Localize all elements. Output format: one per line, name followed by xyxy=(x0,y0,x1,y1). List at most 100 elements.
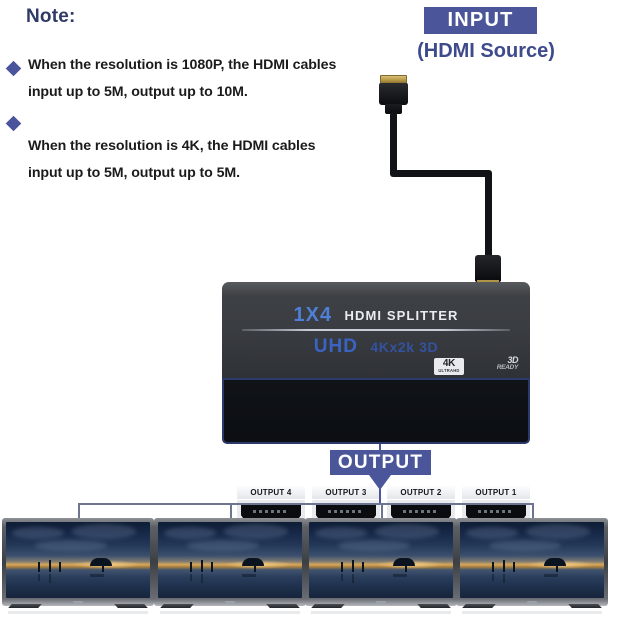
device-feature-resolution: 4Kx2k 3D xyxy=(370,339,439,355)
water-reflection xyxy=(543,573,558,577)
tv-bezel xyxy=(456,518,608,606)
cloud-shape xyxy=(186,540,259,551)
cloud-shape xyxy=(375,524,439,540)
cloud-shape xyxy=(224,524,288,540)
person-silhouette xyxy=(503,560,506,573)
tv-base-shadow xyxy=(8,611,148,614)
cloud-shape xyxy=(314,526,367,539)
tv-brand-logo xyxy=(527,601,537,604)
tv-display-3 xyxy=(305,518,457,621)
device-model-row: 1X4 HDMI SPLITTER xyxy=(222,304,530,327)
output-connector-line-mid xyxy=(379,489,381,504)
person-silhouette xyxy=(189,561,192,573)
water-reflection xyxy=(37,573,40,582)
tv-stand-right xyxy=(114,604,148,608)
hdmi-splitter-device: 1X4 HDMI SPLITTER UHD 4Kx2k 3D 4K ULTRAH… xyxy=(222,282,530,526)
device-top-panel: 1X4 HDMI SPLITTER UHD 4Kx2k 3D 4K ULTRAH… xyxy=(222,282,530,380)
input-badge: INPUT xyxy=(424,7,537,34)
diamond-bullet-icon xyxy=(5,115,22,132)
bracket-horizontal-bar xyxy=(78,503,534,505)
cloud-shape xyxy=(34,540,107,551)
output-badge: OUTPUT xyxy=(330,450,431,475)
note-item-1-line-1: When the resolution is 1080P, the HDMI c… xyxy=(28,57,337,73)
umbrella-silhouette xyxy=(392,558,415,567)
person-silhouette xyxy=(37,561,40,573)
person-silhouette xyxy=(352,560,355,573)
tv-display-2 xyxy=(154,518,306,621)
badge-3d-sub: READY xyxy=(496,364,519,371)
person-silhouette xyxy=(201,560,204,573)
tv-display-4 xyxy=(456,518,608,621)
tv-screen xyxy=(6,522,150,598)
person-silhouette xyxy=(491,561,494,573)
water-reflection xyxy=(241,573,256,577)
umbrella-pole xyxy=(254,563,257,573)
badge-4k-sub: ULTRAHD xyxy=(438,368,460,374)
person-silhouette xyxy=(49,560,52,573)
water-reflection xyxy=(49,573,52,583)
device-gloss-highlight xyxy=(222,282,530,296)
tv-bezel xyxy=(154,518,306,606)
bracket-drop-4 xyxy=(532,503,534,520)
tv-screen xyxy=(460,522,604,598)
water-reflection xyxy=(189,573,192,582)
cloud-shape xyxy=(337,540,410,551)
arrow-down-icon xyxy=(369,475,391,490)
note-item-2-line-1: When the resolution is 4K, the HDMI cabl… xyxy=(28,138,316,154)
tv-bezel xyxy=(2,518,154,606)
note-item-1-line-2: input up to 5M, output up to 10M. xyxy=(28,84,248,100)
device-feature-row: UHD 4Kx2k 3D xyxy=(222,336,530,358)
person-silhouette xyxy=(340,561,343,573)
badge-4k-ultrahd-icon: 4K ULTRAHD xyxy=(434,358,464,375)
device-front-panel: OUTPUT 4 OUTPUT 3 OUTPUT 2 OUTPUT 1 xyxy=(222,378,530,526)
cloud-shape xyxy=(465,526,518,539)
water-reflection xyxy=(89,573,104,577)
cable-segment-vertical-upper xyxy=(390,112,397,176)
bracket-drop-2 xyxy=(230,503,232,520)
tv-stand-right xyxy=(266,604,300,608)
tv-brand-logo xyxy=(225,601,235,604)
person-silhouette xyxy=(211,562,214,573)
water-reflection xyxy=(392,573,407,577)
device-divider-rule xyxy=(242,329,510,331)
device-model-prefix: 1X4 xyxy=(293,304,333,326)
umbrella-pole xyxy=(102,563,105,573)
output-port-2-label: OUTPUT 2 xyxy=(387,486,455,499)
output-port-3-label: OUTPUT 3 xyxy=(312,486,380,499)
person-silhouette xyxy=(362,562,365,573)
output-port-4-label: OUTPUT 4 xyxy=(237,486,305,499)
cloud-shape xyxy=(72,524,136,540)
tv-base-shadow xyxy=(160,611,300,614)
cable-segment-vertical-lower xyxy=(485,172,492,258)
person-silhouette xyxy=(513,562,516,573)
tv-stand-left xyxy=(8,604,42,608)
output-port-1-label: OUTPUT 1 xyxy=(462,486,530,499)
tv-brand-logo xyxy=(73,601,83,604)
cloud-shape xyxy=(11,526,64,539)
device-feature-uhd: UHD xyxy=(313,336,358,357)
hdmi-jack-contacts-icon xyxy=(477,280,499,283)
tv-stand-left xyxy=(462,604,496,608)
umbrella-silhouette xyxy=(241,558,264,567)
badge-3d-main: 3D xyxy=(507,355,518,365)
badge-3d-ready-icon: 3D READY xyxy=(474,355,519,376)
device-model-name: HDMI SPLITTER xyxy=(344,308,459,323)
bracket-drop-3 xyxy=(381,503,383,520)
hdmi-jack-icon xyxy=(475,255,501,282)
hdmi-plug-housing-icon xyxy=(379,83,408,105)
cloud-shape xyxy=(526,524,590,540)
tv-base-shadow xyxy=(311,611,451,614)
person-silhouette xyxy=(59,562,62,573)
umbrella-pole xyxy=(556,563,559,573)
tv-screen xyxy=(309,522,453,598)
note-title: Note: xyxy=(26,6,76,27)
cloud-shape xyxy=(163,526,216,539)
tv-base-shadow xyxy=(462,611,602,614)
cloud-shape xyxy=(488,540,561,551)
cable-segment-horizontal xyxy=(390,170,492,177)
input-subtitle: (HDMI Source) xyxy=(417,40,555,62)
tv-screen xyxy=(158,522,302,598)
note-item-2-line-2: input up to 5M, output up to 5M. xyxy=(28,165,240,181)
badge-4k-main: 4K xyxy=(442,358,456,370)
